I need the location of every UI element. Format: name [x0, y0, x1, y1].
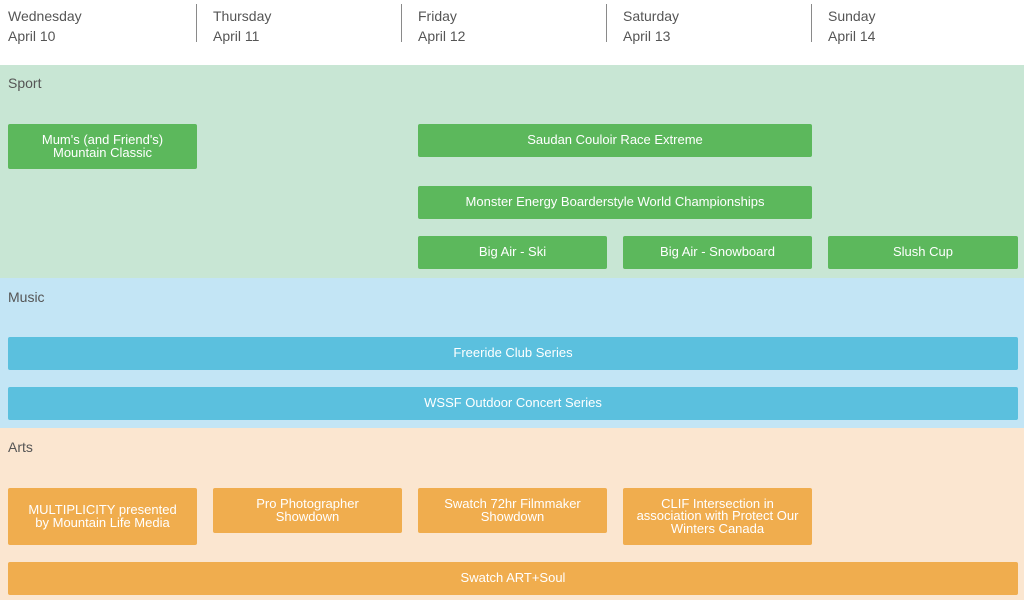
day-date: April 14 — [828, 28, 876, 44]
event-swatch-filmmaker-showdown[interactable]: Swatch 72hr Filmmaker Showdown — [418, 488, 607, 533]
event-wssf-outdoor-concert[interactable]: WSSF Outdoor Concert Series — [8, 387, 1018, 420]
event-multiplicity[interactable]: MULTIPLICITY presented by Mountain Life … — [8, 488, 197, 545]
arts-section: Arts MULTIPLICITY presented by Mountain … — [0, 428, 1024, 600]
section-title-music: Music — [8, 289, 45, 305]
day-divider — [606, 4, 607, 42]
event-slush-cup[interactable]: Slush Cup — [828, 236, 1018, 269]
day-name: Friday — [418, 8, 457, 24]
sport-section: Sport Mum's (and Friend's) Mountain Clas… — [0, 65, 1024, 278]
day-saturday: Saturday April 13 — [623, 6, 679, 46]
day-thursday: Thursday April 11 — [213, 6, 271, 46]
day-divider — [196, 4, 197, 42]
day-date: April 11 — [213, 28, 260, 44]
day-friday: Friday April 12 — [418, 6, 465, 46]
day-date: April 13 — [623, 28, 671, 44]
day-date: April 12 — [418, 28, 466, 44]
day-divider — [811, 4, 812, 42]
event-boarderstyle-championships[interactable]: Monster Energy Boarderstyle World Champi… — [418, 186, 812, 219]
music-section: Music Freeride Club Series WSSF Outdoor … — [0, 278, 1024, 428]
event-pro-photographer-showdown[interactable]: Pro Photographer Showdown — [213, 488, 402, 533]
day-name: Saturday — [623, 8, 680, 24]
event-clif-intersection[interactable]: CLIF Intersection in association with Pr… — [623, 488, 812, 545]
event-big-air-ski[interactable]: Big Air - Ski — [418, 236, 607, 269]
day-name: Wednesday — [8, 8, 82, 24]
day-name: Thursday — [213, 8, 272, 24]
event-swatch-art-soul[interactable]: Swatch ART+Soul — [8, 562, 1018, 595]
day-header: Wednesday April 10 Thursday April 11 Fri… — [0, 0, 1024, 65]
day-date: April 10 — [8, 28, 56, 44]
day-sunday: Sunday April 14 — [828, 6, 875, 46]
event-mums-mountain-classic[interactable]: Mum's (and Friend's) Mountain Classic — [8, 124, 197, 169]
day-divider — [401, 4, 402, 42]
section-title-arts: Arts — [8, 439, 33, 455]
day-name: Sunday — [828, 8, 876, 24]
event-freeride-club-series[interactable]: Freeride Club Series — [8, 337, 1018, 370]
day-wednesday: Wednesday April 10 — [8, 6, 82, 46]
event-big-air-snowboard[interactable]: Big Air - Snowboard — [623, 236, 812, 269]
event-saudan-couloir[interactable]: Saudan Couloir Race Extreme — [418, 124, 812, 157]
section-title-sport: Sport — [8, 75, 42, 91]
